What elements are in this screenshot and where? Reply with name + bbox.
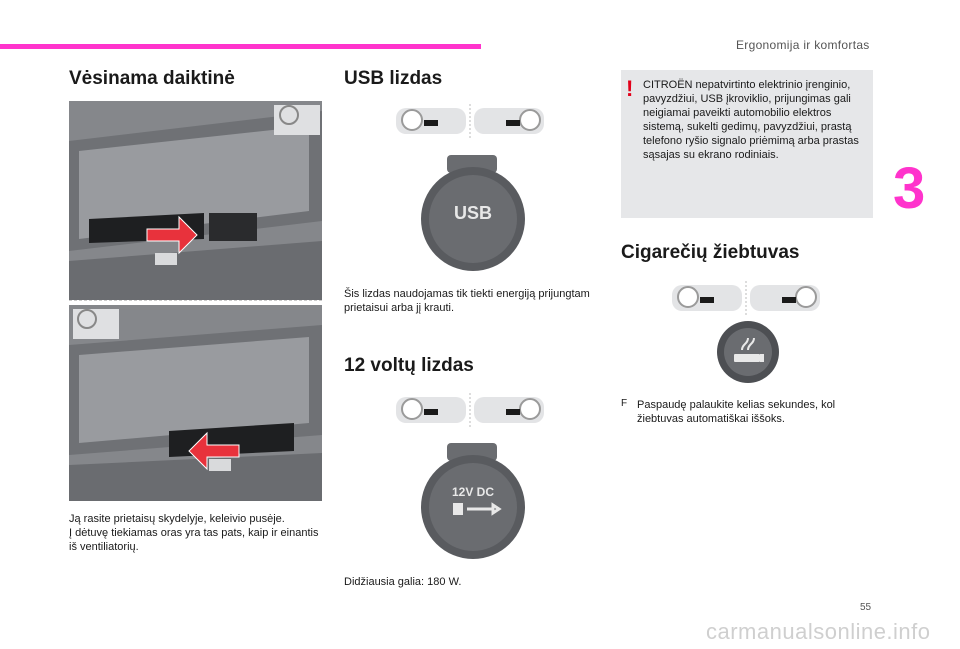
lighter-heading: Cigarečių žiebtuvas bbox=[621, 242, 800, 263]
glovebox-photo-bottom bbox=[69, 305, 322, 501]
lighter-bullet: F bbox=[621, 398, 628, 409]
socket12v-socket: 12V DC bbox=[419, 443, 527, 561]
warning-box bbox=[621, 70, 873, 218]
usb-text: Šis lizdas naudojamas tik tiekti energij… bbox=[344, 288, 590, 314]
page-number: 55 bbox=[860, 602, 872, 613]
watermark: carmanualsonline.info bbox=[706, 619, 931, 644]
warning-text: CITROËN nepatvirtinto elektrinio įrengin… bbox=[643, 79, 859, 161]
socket12v-heading: 12 voltų lizdas bbox=[344, 355, 474, 376]
usb-location-icons bbox=[396, 104, 546, 140]
chapter-number: 3 bbox=[893, 156, 926, 221]
socket12v-label: 12V DC bbox=[451, 485, 495, 499]
lighter-icon bbox=[716, 320, 780, 384]
usb-socket: USB bbox=[419, 155, 527, 273]
lighter-location-icons bbox=[672, 281, 822, 317]
lighter-text: Paspaudę palaukite kelias sekundes, kol … bbox=[637, 399, 836, 425]
photo-divider bbox=[69, 300, 322, 304]
usb-heading: USB lizdas bbox=[344, 68, 443, 89]
cooling-text: Ją rasite prietaisų skydelyje, keleivio … bbox=[69, 513, 319, 553]
usb-socket-label: USB bbox=[453, 203, 492, 223]
socket12v-location-icons bbox=[396, 393, 546, 429]
section-title: Ergonomija ir komfortas bbox=[736, 38, 870, 52]
glovebox-photo-top bbox=[69, 101, 322, 300]
warning-icon: ! bbox=[626, 76, 634, 101]
cooling-heading: Vėsinama daiktinė bbox=[69, 68, 235, 89]
header-accent-bar bbox=[0, 44, 481, 49]
socket12v-text: Didžiausia galia: 180 W. bbox=[344, 576, 462, 588]
